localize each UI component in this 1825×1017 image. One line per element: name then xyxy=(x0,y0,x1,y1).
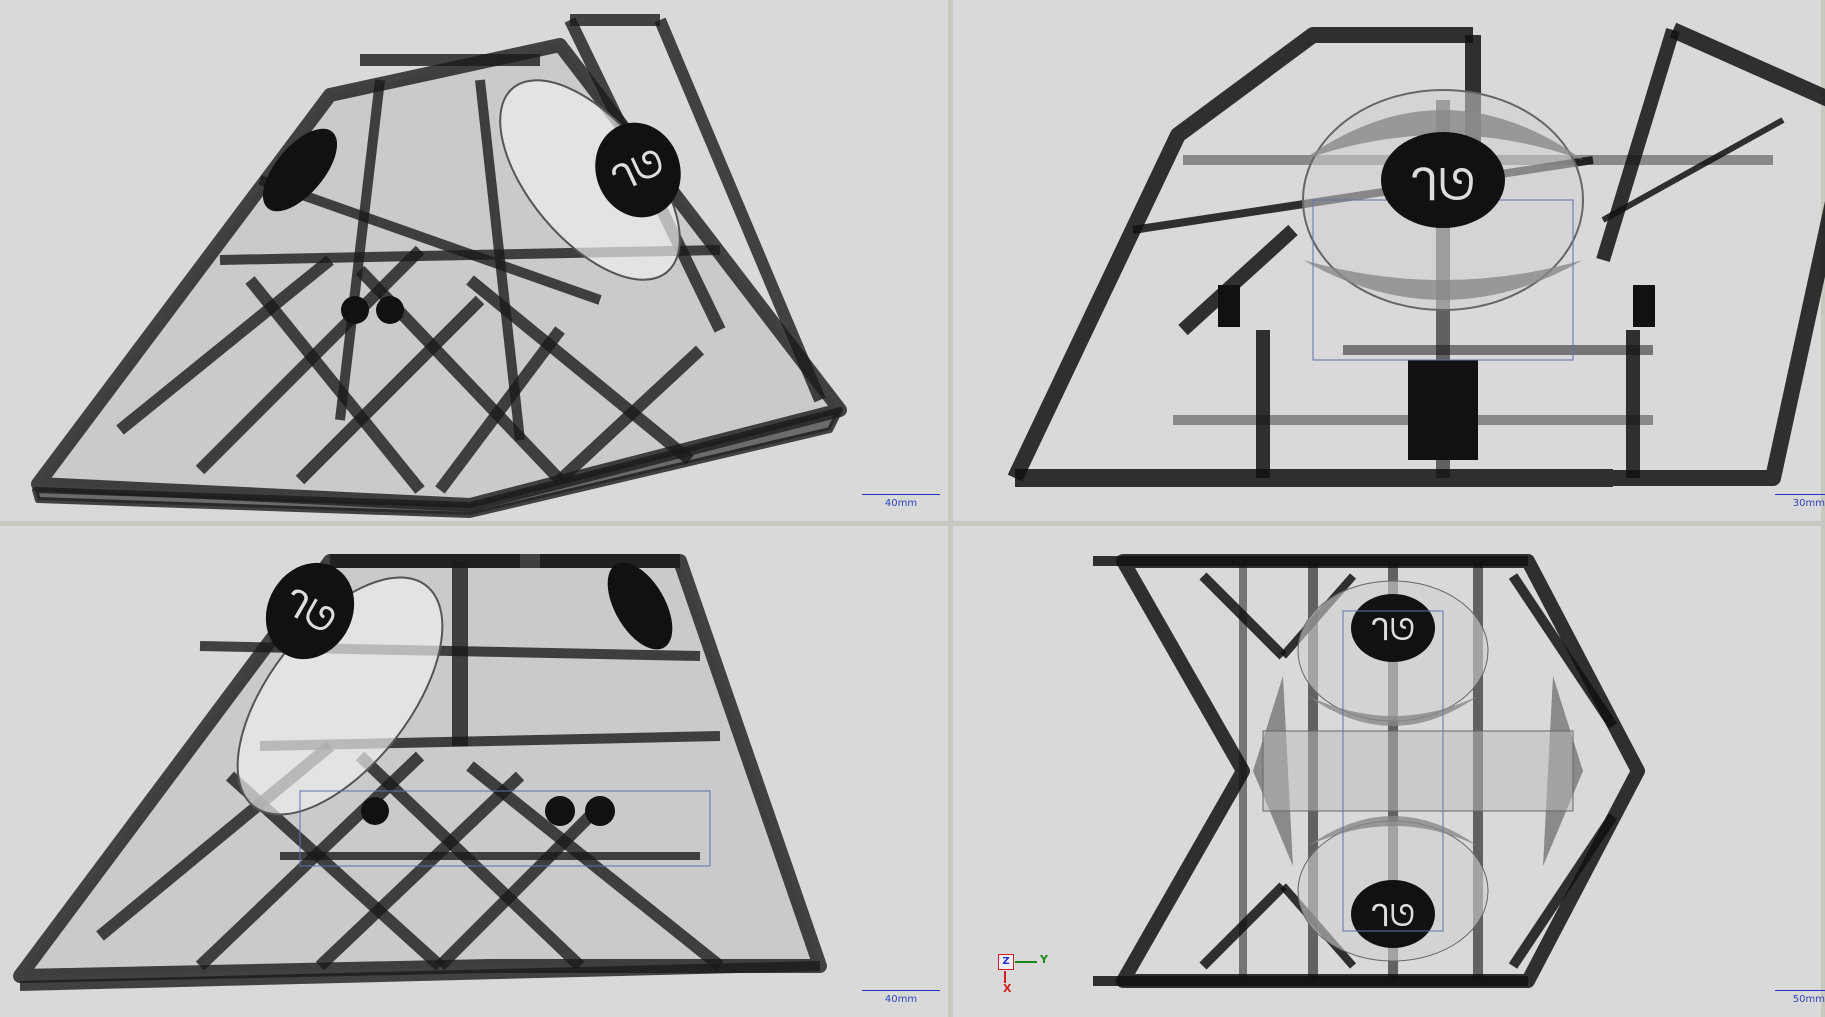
z-axis-icon: Z xyxy=(998,954,1014,970)
scale-bar: 50mm xyxy=(1775,990,1825,1005)
model-top: ᒉᘎ ᒉᘎ xyxy=(1093,554,1645,988)
model-isometric: ᒉᘎ xyxy=(31,14,847,518)
svg-text:ᒉᘎ: ᒉᘎ xyxy=(1371,613,1415,648)
x-axis-label: X xyxy=(1003,982,1012,995)
scale-label: 30mm xyxy=(1792,498,1825,509)
viewport-top-left[interactable]: ᒉᘎ 40mm xyxy=(0,0,948,521)
axis-triad: Z Y X xyxy=(996,942,1066,1002)
scale-label: 50mm xyxy=(1792,994,1825,1005)
model-isometric-alt: ᒉᘎ xyxy=(13,554,827,991)
viewport-top-right[interactable]: ᒉᘎ 30mm xyxy=(953,0,1825,521)
scale-bar: 30mm xyxy=(1775,494,1825,509)
svg-text:ᒉᘎ: ᒉᘎ xyxy=(1411,160,1475,211)
svg-text:ᒉᘎ: ᒉᘎ xyxy=(1371,899,1415,934)
x-axis-arrow xyxy=(1004,971,1006,983)
y-axis-label: Y xyxy=(1040,953,1048,966)
viewport-bottom-left[interactable]: ᒉᘎ 40mm xyxy=(0,526,948,1017)
viewport-bottom-right[interactable]: ᒉᘎ ᒉᘎ Z Y X 50mm xyxy=(953,526,1825,1017)
model-front: ᒉᘎ xyxy=(1007,22,1825,487)
scale-bar: 40mm xyxy=(862,990,940,1005)
scale-bar: 40mm xyxy=(862,494,940,509)
scale-label: 40mm xyxy=(884,498,918,509)
scale-label: 40mm xyxy=(884,994,918,1005)
y-axis-arrow xyxy=(1015,961,1037,963)
